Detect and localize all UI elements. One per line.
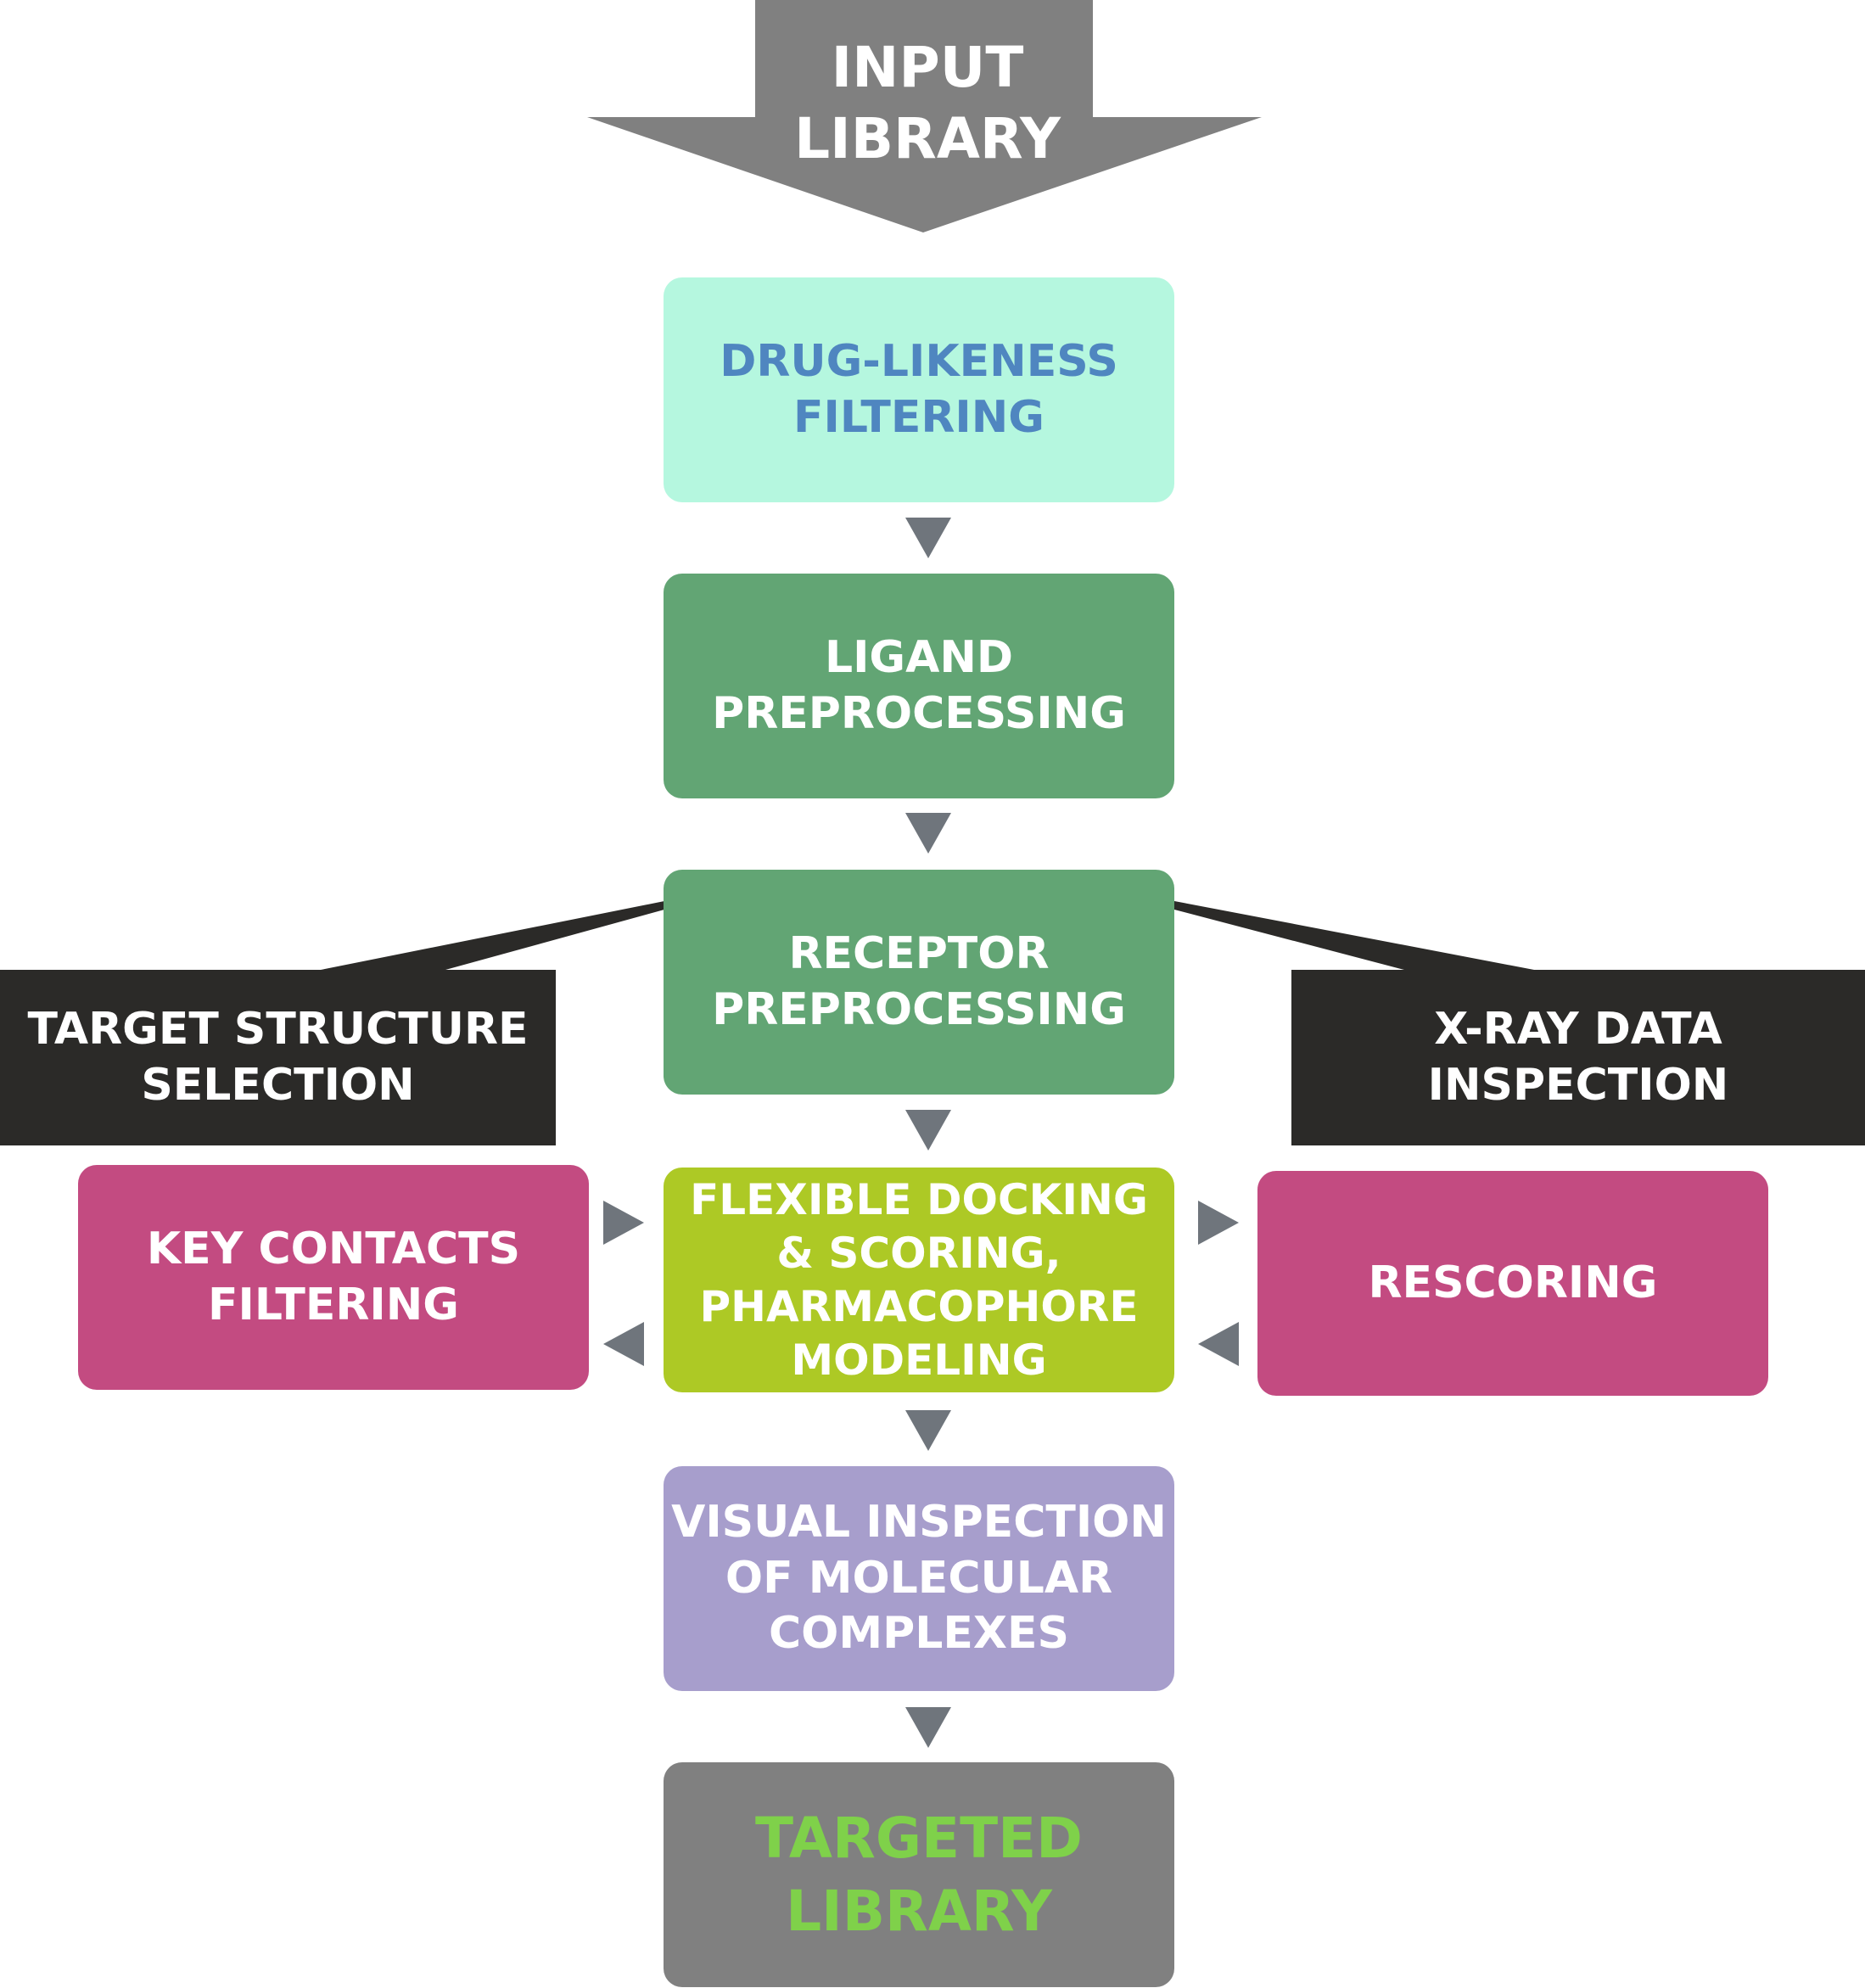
drug-likeness-line2: FILTERING [793, 391, 1045, 443]
receptor-line2: PREPROCESSING [712, 983, 1126, 1035]
target-structure-line1: TARGET STRUCTURE [27, 1003, 529, 1055]
key-contacts-line2: FILTERING [208, 1279, 459, 1330]
docking-line2: & SCORING, [776, 1228, 1061, 1278]
arrow-down-5 [905, 1707, 951, 1748]
ligand-line2: PREPROCESSING [712, 687, 1126, 739]
rescoring-box: RESCORING [1257, 1171, 1768, 1396]
visual-line1: VISUAL INSPECTION [671, 1497, 1167, 1548]
docking-line4: MODELING [791, 1335, 1047, 1385]
arrow-right-to-rescoring [1198, 1201, 1239, 1245]
key-contacts-filtering-box: KEY CONTACTS FILTERING [78, 1165, 589, 1390]
visual-line2: OF MOLECULAR [725, 1552, 1113, 1604]
targeted-library-line2: LIBRARY [786, 1878, 1052, 1944]
xray-line1: X-RAY DATA [1434, 1003, 1722, 1055]
flexible-docking-scoring-box: FLEXIBLE DOCKING & SCORING, PHARMACOPHOR… [664, 1168, 1174, 1392]
xray-callout-wedge [1174, 901, 1534, 970]
arrow-left-to-docking [1198, 1322, 1239, 1366]
targeted-library-box: TARGETED LIBRARY [664, 1762, 1174, 1987]
arrow-down-1 [905, 518, 951, 558]
input-library-arrow [587, 0, 1262, 232]
arrow-down-2 [905, 813, 951, 854]
arrow-down-3 [905, 1110, 951, 1151]
targeted-library-line1: TARGETED [755, 1805, 1083, 1871]
receptor-line1: RECEPTOR [788, 927, 1050, 979]
xray-data-inspection-box: X-RAY DATA INSPECTION [1291, 970, 1865, 1145]
docking-line1: FLEXIBLE DOCKING [690, 1174, 1148, 1224]
visual-line3: COMPLEXES [769, 1608, 1069, 1660]
receptor-preprocessing-box: RECEPTOR PREPROCESSING [664, 870, 1174, 1095]
visual-inspection-box: VISUAL INSPECTION OF MOLECULAR COMPLEXES [664, 1466, 1174, 1691]
docking-line3: PHARMACOPHORE [699, 1281, 1139, 1331]
rescoring-line1: RESCORING [1368, 1257, 1658, 1308]
arrow-down-4 [905, 1410, 951, 1451]
drug-likeness-line1: DRUG-LIKENESS [720, 335, 1118, 387]
target-structure-callout-wedge [321, 901, 664, 970]
ligand-preprocessing-box: LIGAND PREPROCESSING [664, 574, 1174, 798]
ligand-line1: LIGAND [824, 631, 1014, 683]
target-structure-selection-box: TARGET STRUCTURE SELECTION [0, 970, 556, 1145]
target-structure-line2: SELECTION [141, 1059, 415, 1111]
arrow-right-to-docking [603, 1201, 644, 1245]
key-contacts-line1: KEY CONTACTS [146, 1223, 521, 1274]
xray-line2: INSPECTION [1427, 1059, 1729, 1111]
input-library-line1: INPUT [831, 35, 1024, 100]
arrow-left-to-key-contacts [603, 1322, 644, 1366]
input-library-line2: LIBRARY [794, 106, 1061, 172]
input-library-label: INPUT LIBRARY [753, 32, 1101, 176]
drug-likeness-filtering-box: DRUG-LIKENESS FILTERING [664, 277, 1174, 502]
